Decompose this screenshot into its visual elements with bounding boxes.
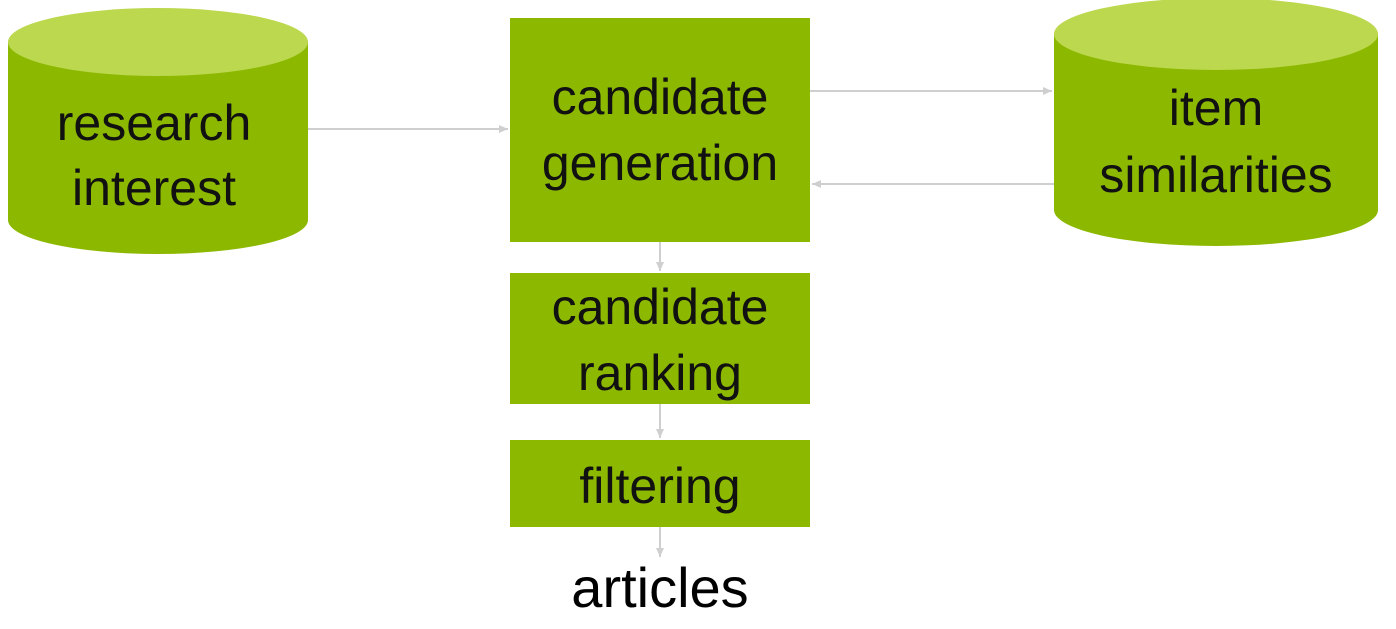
research-interest-cylinder-top <box>8 8 308 76</box>
candidate-generation-label-line1: candidate <box>552 69 769 125</box>
candidate-generation-box <box>510 18 810 242</box>
filtering-label: filtering <box>579 458 740 514</box>
candidate-ranking-box <box>510 273 810 404</box>
item-similarities-cylinder-top <box>1054 0 1378 70</box>
candidate-generation-node: candidate generation <box>510 18 810 242</box>
candidate-ranking-label-line1: candidate <box>552 279 769 335</box>
research-interest-label-line2: interest <box>72 160 236 216</box>
research-interest-node: research interest <box>8 8 308 254</box>
item-similarities-cylinder-body <box>1054 34 1378 246</box>
research-interest-label-line1: research <box>57 95 252 151</box>
item-similarities-label-line2: similarities <box>1099 147 1332 203</box>
item-similarities-node: item similarities <box>1054 0 1378 246</box>
filtering-node: filtering <box>510 440 810 527</box>
candidate-ranking-label-line2: ranking <box>578 345 742 401</box>
item-similarities-label-line1: item <box>1169 80 1263 136</box>
articles-label: articles <box>571 556 748 619</box>
candidate-generation-label-line2: generation <box>542 135 778 191</box>
research-interest-cylinder-body <box>8 42 308 254</box>
candidate-ranking-node: candidate ranking <box>510 273 810 404</box>
filtering-box <box>510 440 810 527</box>
